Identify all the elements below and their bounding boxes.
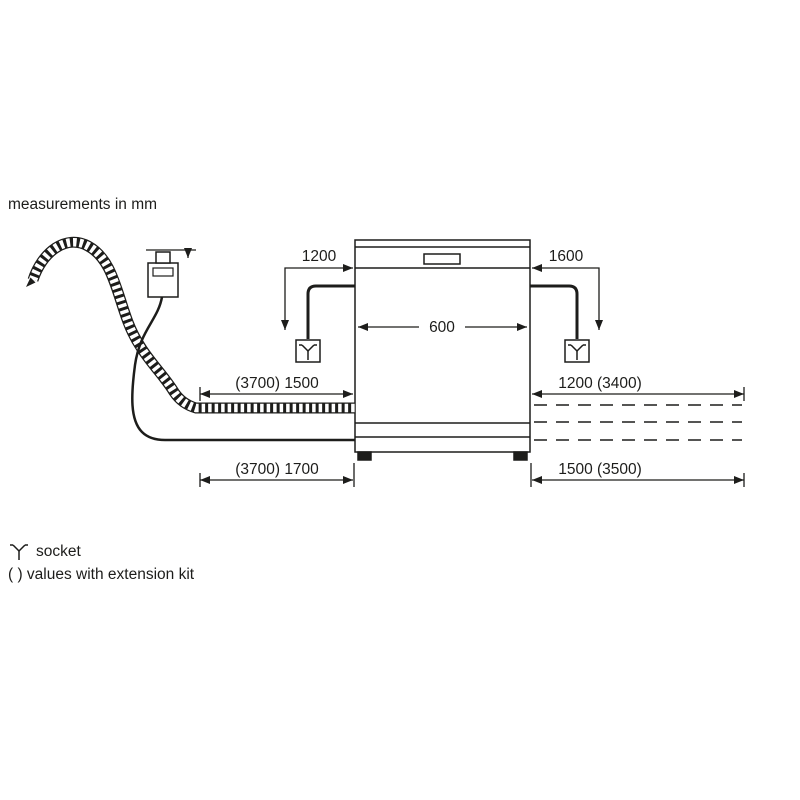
drain-hose	[26, 236, 355, 414]
extension-hoses-dashed	[534, 404, 742, 441]
dishwasher-foot-left	[357, 451, 372, 461]
legend-socket-label: socket	[36, 543, 81, 560]
label-mask	[419, 318, 465, 336]
dishwasher-outline	[354, 239, 531, 461]
legend: socket ( ) values with extension kit	[8, 543, 195, 583]
cable-left	[306, 284, 355, 339]
dim-label-width: 600	[429, 319, 455, 336]
aquastop-detail	[152, 267, 174, 277]
dim-label-right-bottom: 1500 (3500)	[558, 461, 642, 478]
drain-hose-ribs	[28, 238, 355, 413]
dishwasher-display	[423, 253, 461, 265]
legend-extension-note: ( ) values with extension kit	[8, 566, 195, 583]
dim-cable-right	[532, 264, 603, 330]
dim-cable-left	[281, 264, 353, 330]
supply-hose-line	[131, 296, 355, 442]
diagram-title: measurements in mm	[8, 196, 157, 213]
socket-icon	[9, 544, 29, 561]
dishwasher-body	[354, 239, 531, 453]
sockets	[295, 339, 590, 363]
cable-right	[530, 284, 579, 339]
dishwasher-foot-right	[513, 451, 528, 461]
aquastop-cap	[155, 251, 171, 264]
drain-hose-arrow-icon	[26, 277, 36, 287]
dim-label-right-mid: 1200 (3400)	[558, 375, 642, 392]
dim-label-cable-left: 1200	[302, 248, 337, 265]
supply-hose	[131, 248, 355, 442]
dim-label-cable-right: 1600	[549, 248, 584, 265]
dim-label-left-mid: (3700) 1500	[235, 375, 319, 392]
dim-label-left-bottom: (3700) 1700	[235, 461, 319, 478]
